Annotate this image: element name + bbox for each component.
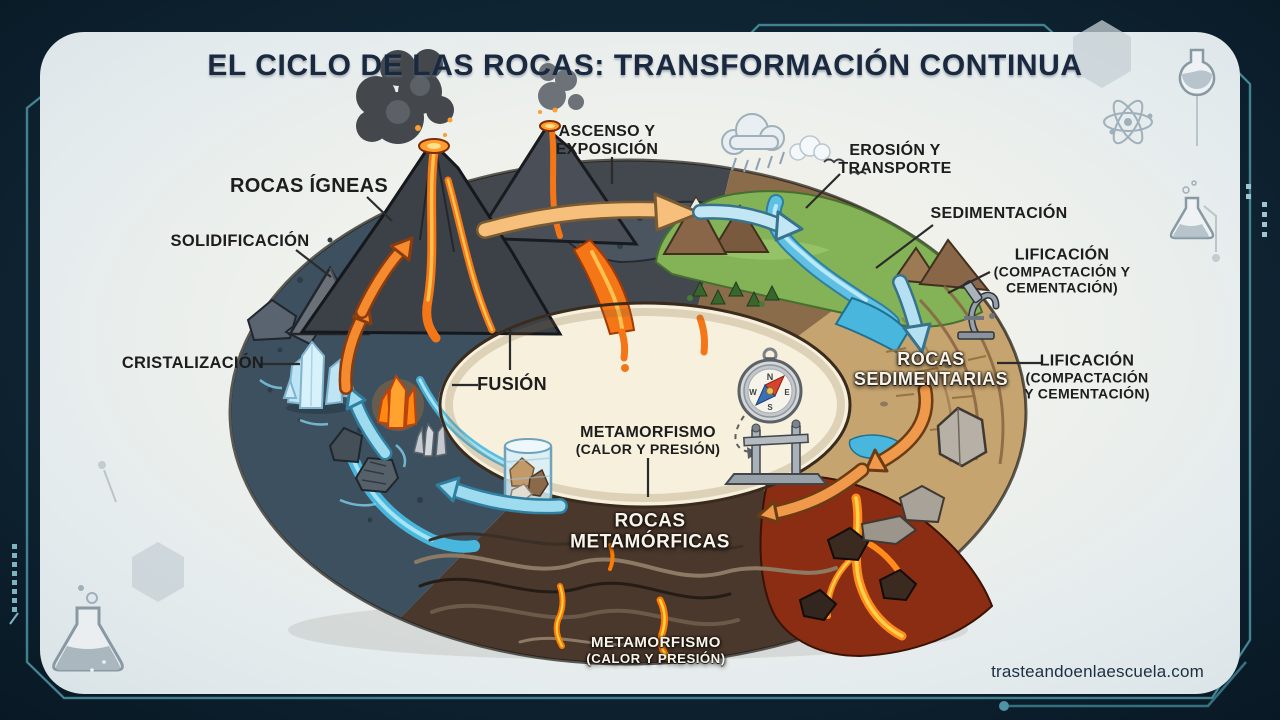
label-rocas-sedimentarias-line2: SEDIMENTARIAS: [853, 369, 1009, 389]
compass-w: W: [749, 388, 757, 397]
press-clamp-icon: [723, 419, 829, 485]
erlenmeyer-flask-small-icon: [1169, 180, 1220, 262]
label-rocas-metamorficas-line2: METAMÓRFICAS: [570, 532, 730, 553]
gray-crystals: [413, 421, 447, 457]
arrow-sedimentation: [892, 274, 932, 354]
label-lificacion-top-line3: CEMENTACIÓN): [1005, 278, 1119, 295]
label-fusion: FUSIÓN: [477, 374, 547, 394]
frame-dot-column-right: [1246, 184, 1267, 237]
label-metamorfismo-line2: (CALOR Y PRESIÓN): [575, 441, 721, 458]
label-fusion-text: FUSIÓN: [477, 373, 547, 394]
hexagon-decor: [132, 20, 1131, 602]
compass-e: E: [784, 388, 790, 397]
blue-crystals: [282, 340, 358, 414]
erlenmeyer-flask-large-icon: [52, 585, 124, 672]
lava-flows: [422, 127, 563, 343]
boulders: [860, 406, 988, 546]
arrow-solidification-2: [355, 236, 414, 319]
page-title: EL CICLO DE LAS ROCAS: TRANSFORMACIÓN CO…: [207, 49, 1083, 82]
molecule-icon: [98, 461, 117, 503]
label-lificacion-right-line2: (COMPACTACIÓN: [1025, 369, 1149, 386]
smoke-plume: [356, 49, 584, 144]
label-lificacion-top-line2: (COMPACTACIÓN Y: [993, 263, 1131, 280]
round-flask-icon: [1178, 48, 1216, 146]
rock-cycle-ring: [228, 49, 1028, 666]
label-rocas-igneas-text: ROCAS ÍGNEAS: [229, 174, 389, 197]
atom-icon: [1103, 99, 1153, 145]
label-ascenso-line1: ASCENSO Y: [558, 123, 656, 141]
label-erosion-transporte: EROSIÓN Y TRANSPORTE: [838, 142, 951, 178]
arrow-lithification: [864, 382, 934, 473]
compass-n: N: [767, 372, 774, 382]
watermark: trasteandoenlaescuela.com: [991, 662, 1204, 681]
label-sedimentacion: SEDIMENTACIÓN: [931, 205, 1068, 223]
label-metamorfismo-bottom-line1: METAMORFISMO: [591, 634, 721, 652]
ring-outline: [228, 158, 1028, 666]
label-cristalizacion: CRISTALIZACIÓN: [122, 354, 264, 372]
label-connectors: [259, 157, 1042, 497]
label-lificacion-right-line3: Y CEMENTACIÓN): [1024, 384, 1150, 401]
label-lificacion-right: LIFICACIÓN (COMPACTACIÓN Y CEMENTACIÓN): [1024, 352, 1150, 401]
arrow-metamorphic-left: [435, 476, 568, 515]
ring-hole-rim: [438, 301, 852, 509]
microscope-icon: [957, 280, 1000, 340]
label-solidificacion-text: SOLIDIFICACIÓN: [170, 231, 310, 250]
arrow-crystallization: [345, 386, 393, 461]
label-metamorfismo-center: METAMORFISMO (CALOR Y PRESIÓN): [576, 424, 721, 458]
arrow-ascent: [476, 192, 702, 239]
ring-hole-shading: [445, 308, 845, 502]
label-ascenso-line2: EXPOSICIÓN: [555, 141, 659, 158]
label-lificacion-right-line1: LIFICACIÓN: [1039, 352, 1135, 370]
label-metamorfismo-bottom: METAMORFISMO (CALOR Y PRESIÓN): [586, 634, 726, 667]
label-solidificacion: SOLIDIFICACIÓN: [171, 232, 310, 250]
trees: [687, 280, 780, 307]
lava-crust-rocks: [798, 526, 918, 622]
label-lificacion-top-line1: LIFICACIÓN: [1014, 246, 1110, 264]
label-rocas-igneas: ROCAS ÍGNEAS: [230, 175, 388, 197]
metamorphic-zone: [414, 474, 994, 662]
label-erosion-line1: EROSIÓN Y: [849, 142, 941, 160]
crater-glow: [415, 107, 561, 154]
segment-metamorphic: [400, 489, 856, 664]
label-erosion-line2: TRANSPORTE: [838, 160, 952, 177]
label-rocas-metamorficas-line1: ROCAS: [614, 510, 686, 532]
arrow-to-metamorphic: [756, 462, 870, 524]
orange-crystal: [372, 373, 424, 431]
label-metamorfismo-bottom-line2: (CALOR Y PRESIÓN): [586, 651, 726, 667]
label-metamorfismo-line1: METAMORFISMO: [580, 424, 716, 442]
label-rocas-metamorficas: ROCAS METAMÓRFICAS: [570, 511, 730, 554]
label-sedimentacion-text: SEDIMENTACIÓN: [930, 205, 1068, 223]
compass-s: S: [767, 403, 773, 412]
rain-cloud: [721, 113, 831, 173]
shoreline-water: [834, 296, 910, 354]
label-lificacion-top: LIFICACIÓN (COMPACTACIÓN Y CEMENTACIÓN): [994, 246, 1131, 295]
label-rocas-sedimentarias: ROCAS SEDIMENTARIAS: [854, 349, 1008, 389]
birds: [823, 158, 867, 176]
frame-dot-column-left: [9, 544, 19, 625]
label-rocas-sedimentarias-line1: ROCAS: [897, 348, 965, 369]
crystallization-zone: [246, 237, 524, 553]
lava-fall: [572, 238, 708, 372]
arrow-erosion: [692, 203, 804, 242]
frame-circuit-accent: [999, 661, 1247, 711]
compass-icon: N E S W: [737, 347, 803, 424]
label-cristalizacion-text: CRISTALIZACIÓN: [121, 353, 265, 372]
label-ascenso-exposicion: ASCENSO Y EXPOSICIÓN: [556, 123, 659, 159]
